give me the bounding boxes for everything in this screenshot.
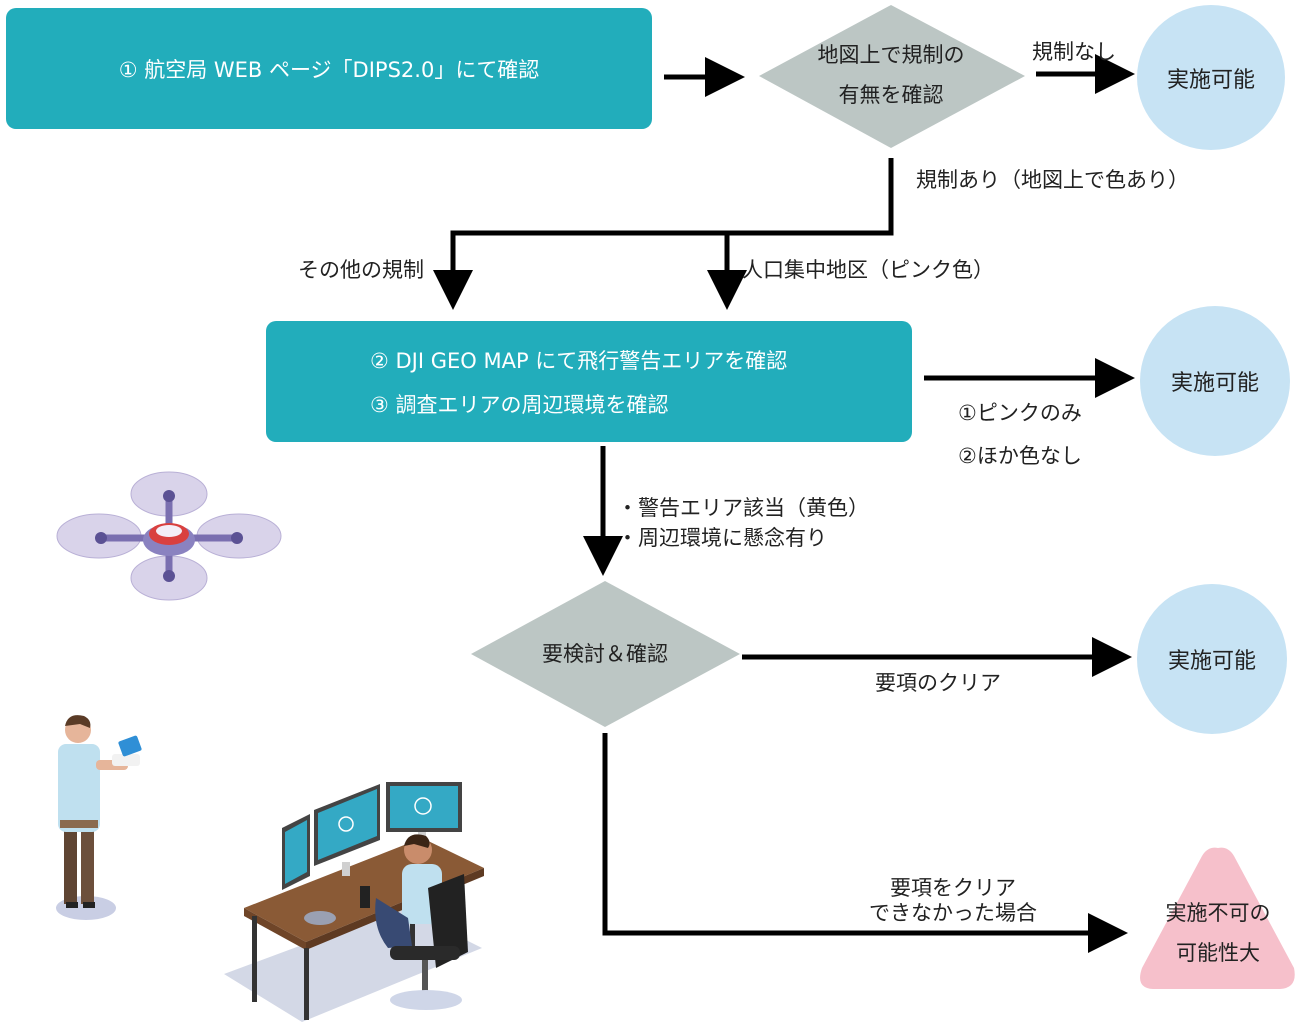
operator-at-desk <box>224 782 484 1022</box>
label-warning-area: ・警告エリア該当（黄色） <box>617 496 869 520</box>
label-did: 人口集中地区（ピンク色） <box>742 258 994 282</box>
decision1-diamond <box>759 5 1025 148</box>
decision1-line2: 有無を確認 <box>838 83 944 107</box>
label-clear: 要項のクリア <box>875 671 1001 695</box>
outcome-ok-1-label: 実施可能 <box>1166 67 1255 93</box>
drone-icon <box>56 471 282 601</box>
label-not-clear-2: できなかった場合 <box>869 901 1037 925</box>
arrow-not-clear <box>602 733 1128 953</box>
label-no-regulation: 規制なし <box>1032 40 1116 64</box>
step3-label: ③ 調査エリアの周辺環境を確認 <box>370 392 669 417</box>
label-no-other-color: ②ほか色なし <box>958 444 1082 468</box>
outcome-ok-1: 実施可能 <box>1137 5 1285 150</box>
outcome-ok-2-label: 実施可能 <box>1170 371 1259 396</box>
label-other-regulation: その他の規制 <box>298 258 424 282</box>
decision1-line1: 地図上で規制の <box>817 43 965 67</box>
step1-label: ① 航空局 WEB ページ「DIPS2.0」にて確認 <box>118 57 540 82</box>
decision1-label: 地図上で規制の 有無を確認 <box>780 35 1002 115</box>
step1-box: ① 航空局 WEB ページ「DIPS2.0」にて確認 <box>6 8 652 129</box>
label-not-clear-1: 要項をクリア <box>890 876 1016 900</box>
decision2-label: 要検討＆確認 <box>542 642 668 666</box>
ng-triangle <box>1140 847 1295 989</box>
step23-box: ② DJI GEO MAP にて飛行警告エリアを確認 ③ 調査エリアの周辺環境を… <box>266 321 912 442</box>
outcome-ok-3: 実施可能 <box>1137 584 1287 734</box>
label-env-concern: ・周辺環境に懸念有り <box>617 526 827 550</box>
step2-label: ② DJI GEO MAP にて飛行警告エリアを確認 <box>370 348 788 373</box>
outcome-ng-label: 実施不可の 可能性大 <box>1140 893 1296 973</box>
outcome-ng-line1: 実施不可の <box>1165 901 1271 925</box>
outcome-ok-2: 実施可能 <box>1140 306 1290 456</box>
label-regulated: 規制あり（地図上で色あり） <box>916 168 1189 192</box>
outcome-ng-line2: 可能性大 <box>1176 941 1260 965</box>
label-not-clear: 要項をクリア できなかった場合 <box>840 876 1066 926</box>
decision2-diamond <box>471 581 740 727</box>
outcome-ok-3-label: 実施可能 <box>1167 649 1256 674</box>
label-pink-only: ①ピンクのみ <box>958 401 1082 425</box>
pilot-with-controller <box>56 715 142 920</box>
arrow-other-regulation <box>433 158 894 310</box>
